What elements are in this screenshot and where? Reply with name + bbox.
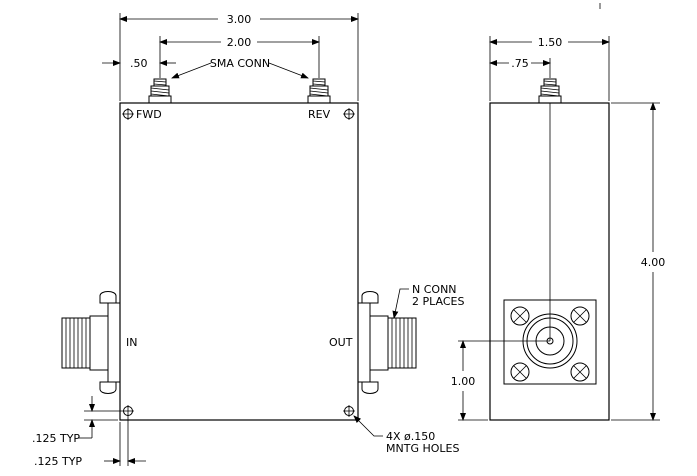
dimension-hole-offset-y: .125 TYP [32, 396, 122, 445]
sma-conn-label: SMA CONN [210, 57, 270, 70]
rev-label: REV [308, 108, 331, 121]
sma-connector-rev [307, 78, 331, 104]
connector-height-value: 1.00 [451, 375, 476, 388]
fwd-label: FWD [136, 108, 162, 121]
mounting-hole-top-right [343, 108, 355, 120]
holes-label-line1: 4X ø.150 [386, 430, 435, 443]
holes-label-line2: MNTG HOLES [386, 442, 459, 455]
sma-conn-callout: SMA CONN [171, 57, 309, 79]
n-connector-flange [458, 299, 597, 385]
mounting-hole-bottom-right [343, 405, 355, 417]
n-connector-in [61, 291, 121, 394]
n-conn-label-line2: 2 PLACES [412, 295, 464, 308]
front-view: FWD REV IN OUT 3.00 2.00 .50 [32, 12, 464, 468]
dimension-side-offset: .75 [489, 56, 551, 78]
dimension-connector-height: 1.00 [446, 340, 488, 421]
side-view: 1.50 .75 4.00 1.00 [446, 3, 674, 421]
out-label: OUT [329, 336, 353, 349]
dimension-width-side: 1.50 [489, 35, 610, 101]
front-body-outline [119, 102, 359, 421]
n-conn-label-line1: N CONN [412, 283, 457, 296]
port-offset-value: .50 [130, 57, 148, 70]
flange-screw-bl [510, 362, 530, 382]
mounting-hole-top-left [122, 108, 134, 120]
mounting-hole-bottom-left [122, 405, 134, 417]
side-body-outline [489, 102, 610, 421]
height-value: 4.00 [641, 256, 666, 269]
flange-screw-tr [570, 306, 590, 326]
width-front-value: 3.00 [227, 13, 252, 26]
hole-offset-x-label: .125 TYP [34, 455, 82, 468]
n-connector-out [357, 291, 417, 394]
side-offset-value: .75 [511, 57, 529, 70]
dimension-hole-offset-x: .125 TYP [34, 417, 146, 468]
dimension-height: 4.00 [611, 102, 674, 421]
dimension-width-front: 3.00 [119, 12, 359, 101]
flange-screw-br [570, 362, 590, 382]
sma-connector-side [538, 78, 562, 104]
width-side-value: 1.50 [538, 36, 563, 49]
hole-offset-y-label: .125 TYP [32, 432, 80, 445]
dimension-port-offset: .50 [102, 57, 176, 70]
mounting-holes-callout: 4X ø.150 MNTG HOLES [353, 415, 459, 455]
n-conn-callout: N CONN 2 PLACES [392, 283, 464, 319]
in-label: IN [126, 336, 137, 349]
dimension-port-spacing: 2.00 [159, 35, 320, 78]
sma-connector-fwd [148, 78, 172, 104]
flange-screw-tl [510, 306, 530, 326]
port-spacing-value: 2.00 [227, 36, 252, 49]
